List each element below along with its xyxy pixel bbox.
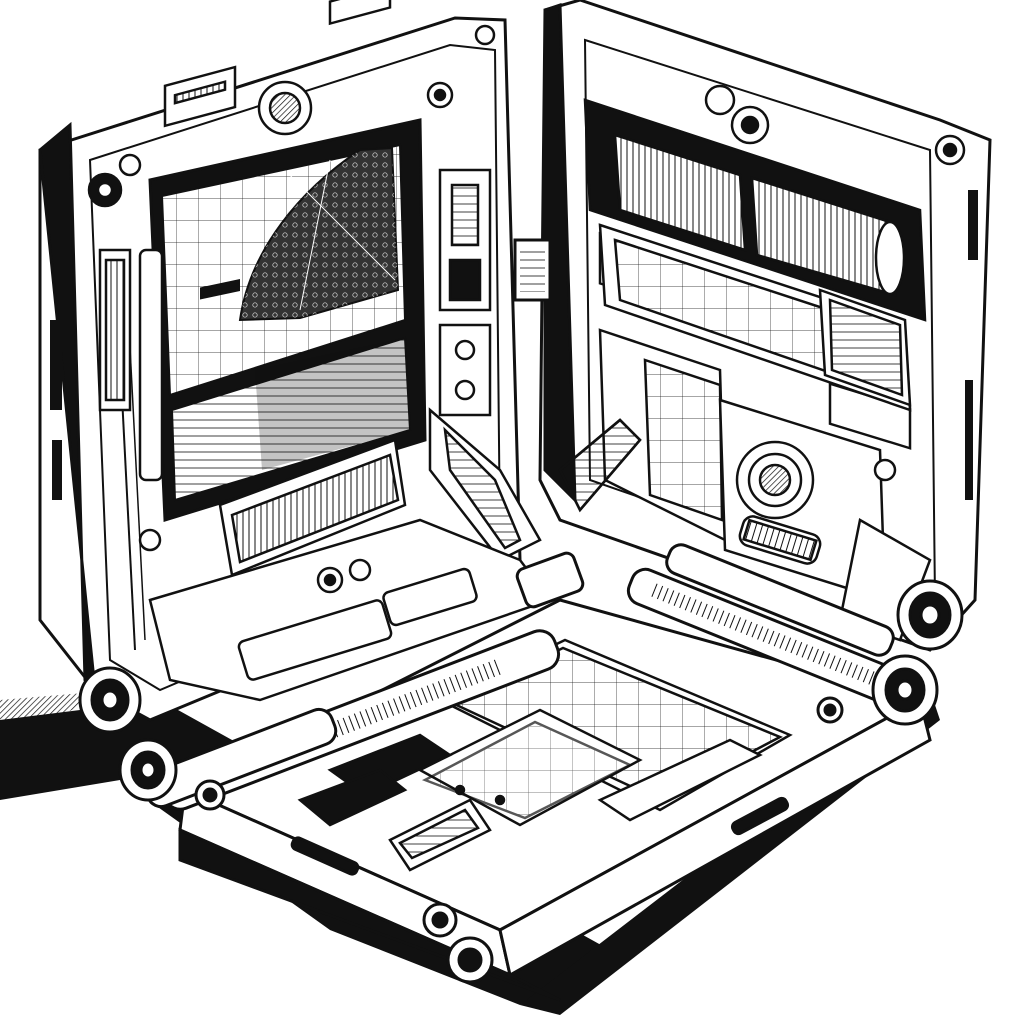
left-side-slot — [50, 320, 62, 410]
left-screen — [148, 118, 427, 523]
cylinder-icon — [613, 133, 906, 297]
hinge-assembly — [78, 238, 964, 984]
left-lower-block — [148, 407, 553, 702]
knob-icon — [78, 666, 142, 734]
base-right-edge — [498, 697, 932, 978]
left-components — [87, 0, 496, 552]
base-components — [297, 638, 793, 872]
right-side-slot — [968, 190, 978, 260]
right-components — [558, 84, 966, 642]
